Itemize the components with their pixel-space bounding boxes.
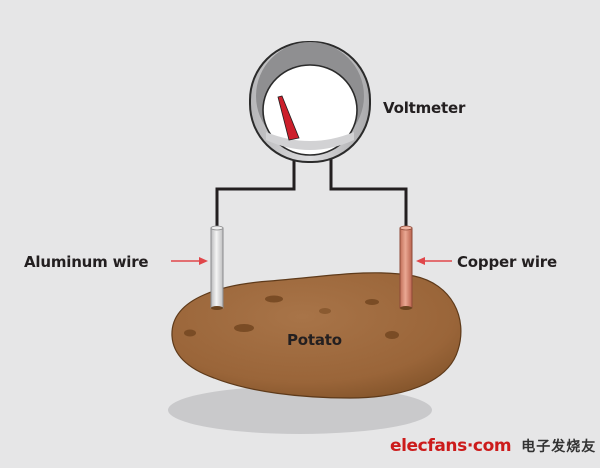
copper-wire-label: Copper wire	[457, 253, 557, 271]
left-connection-wire	[215, 158, 296, 228]
watermark: elecfans·com 电子发烧友	[390, 436, 596, 456]
voltmeter-icon	[249, 41, 371, 163]
watermark-chinese: 电子发烧友	[521, 439, 597, 455]
aluminum-arrow-icon	[171, 257, 208, 265]
potato-icon	[171, 272, 462, 399]
potato-label: Potato	[287, 331, 342, 349]
copper-arrow-icon	[416, 257, 452, 265]
aluminum-electrode	[210, 225, 224, 310]
voltmeter-label: Voltmeter	[383, 99, 466, 117]
copper-electrode	[399, 225, 413, 310]
right-connection-wire	[329, 158, 408, 228]
watermark-brand: elecfans·com	[390, 436, 512, 456]
meter-needle	[277, 95, 300, 141]
aluminum-wire-label: Aluminum wire	[24, 253, 149, 271]
